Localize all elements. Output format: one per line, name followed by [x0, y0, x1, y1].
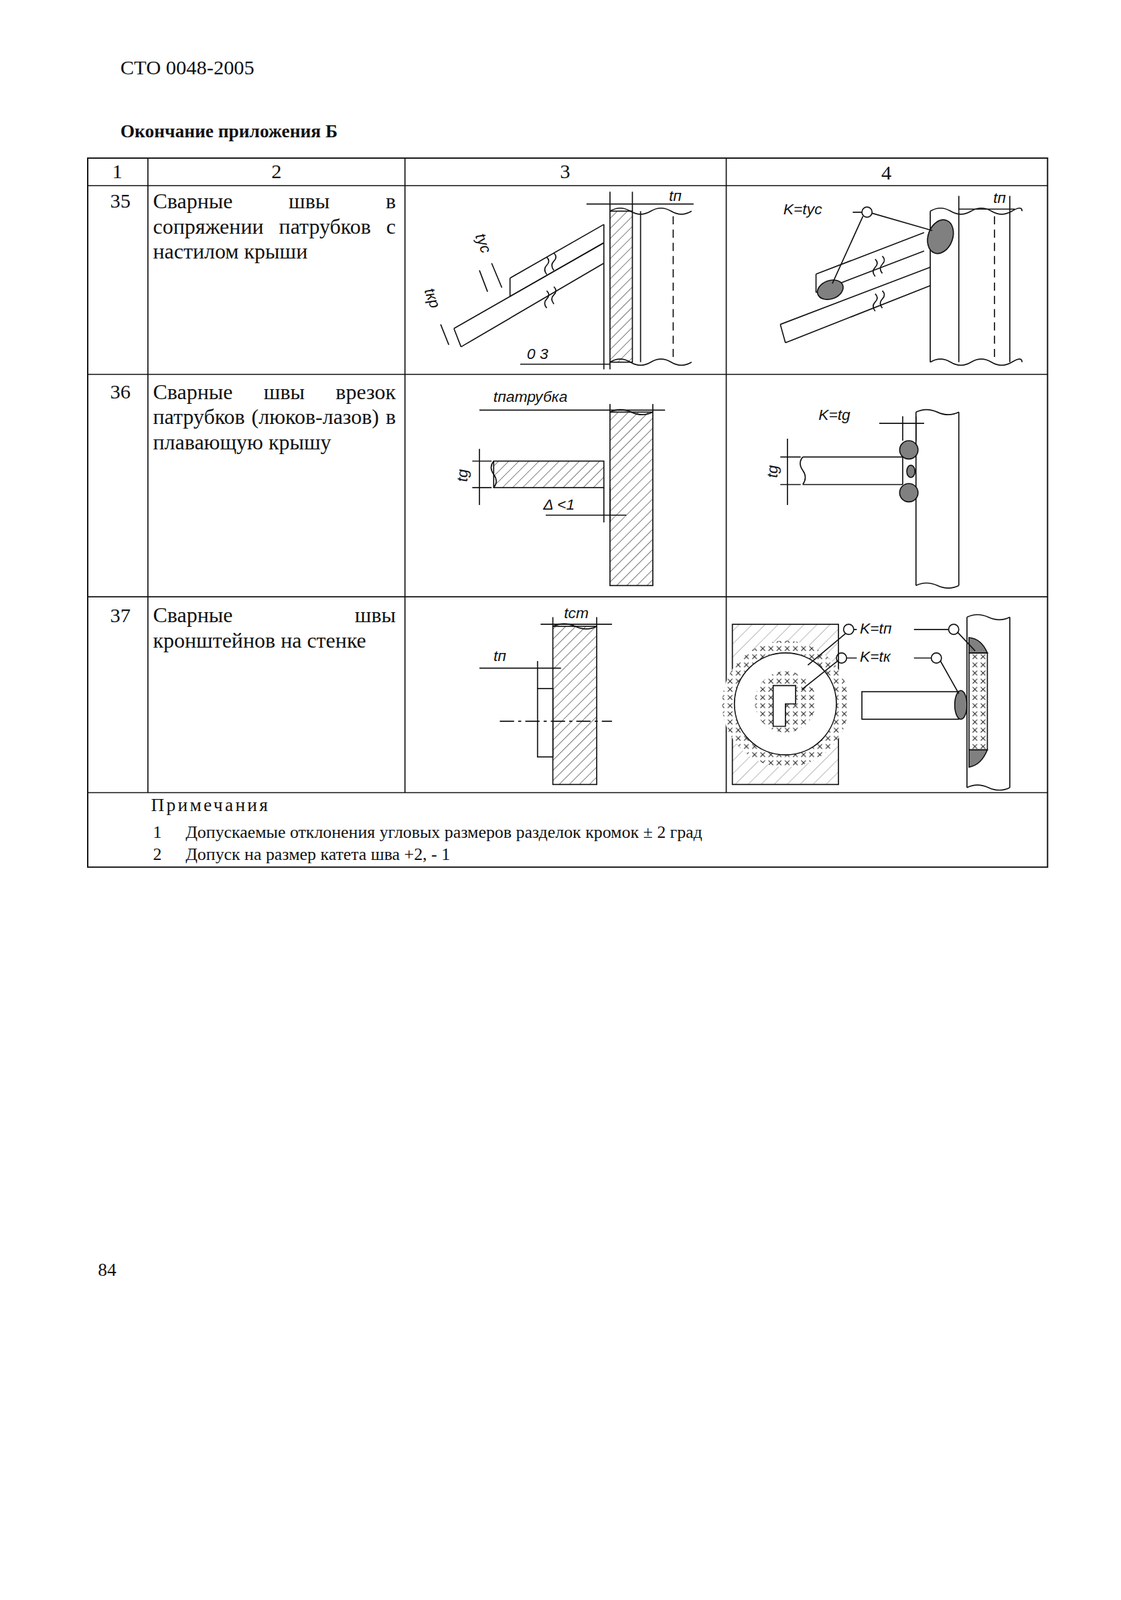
dimension-label: tпатрубка — [493, 387, 568, 406]
hatch-floating-roof-sketch — [472, 403, 665, 586]
dimension-label: tп — [493, 646, 507, 665]
dimension-label: tп — [993, 188, 1006, 207]
dimension-label: tст — [563, 604, 589, 622]
dimension-label: 0 3 — [527, 344, 549, 363]
notes-heading: Примечания — [150, 794, 270, 817]
cell-text: Сварные швы врезок патрубков (люков-лазо… — [152, 379, 396, 456]
column-number: 4 — [881, 161, 892, 185]
page-number: 84 — [97, 1259, 116, 1282]
cell-text: Сварные швы кронштейнов на стенке — [152, 602, 396, 653]
dimension-label: tg — [763, 464, 781, 478]
weld-label: K=tп — [859, 619, 892, 637]
column-number: 2 — [271, 160, 282, 184]
hatch-floating-roof-weld-sketch — [780, 409, 959, 589]
drawing-group — [87, 158, 1048, 868]
column-number: 1 — [112, 160, 123, 184]
dimension-label: tg — [453, 468, 471, 482]
dimension-label: tкр — [420, 285, 444, 311]
appendix-heading: Окончание приложения Б — [120, 121, 338, 143]
weld-label: K=tк — [859, 647, 891, 665]
nozzle-roof-weld-sketch — [780, 195, 1022, 365]
table-grid — [87, 158, 1048, 793]
dimension-label: Δ <1 — [543, 495, 575, 513]
note-number: 1 — [152, 822, 162, 843]
row-number: 37 — [110, 604, 131, 628]
note-text: Допускаемые отклонения угловых размеров … — [185, 822, 703, 843]
row-number: 36 — [110, 380, 131, 404]
column-number: 3 — [559, 160, 570, 184]
cell-text: Сварные швы в сопряжении патрубков с нас… — [152, 188, 396, 265]
note-text: Допуск на размер катета шва +2, - 1 — [185, 844, 451, 865]
table-frame — [87, 158, 1048, 868]
note-number: 2 — [152, 844, 162, 865]
nozzle-roof-sketch — [440, 191, 694, 369]
row-number: 35 — [110, 189, 131, 213]
dimension-label: tус — [472, 230, 496, 255]
dimension-label: tп — [668, 186, 682, 205]
weld-label: K=tg — [818, 405, 851, 424]
bracket-wall-sketch — [479, 617, 613, 785]
weld-label: K=tус — [783, 200, 823, 218]
bracket-weld-sketch — [721, 614, 1010, 791]
doc-code: СТО 0048-2005 — [120, 56, 255, 80]
